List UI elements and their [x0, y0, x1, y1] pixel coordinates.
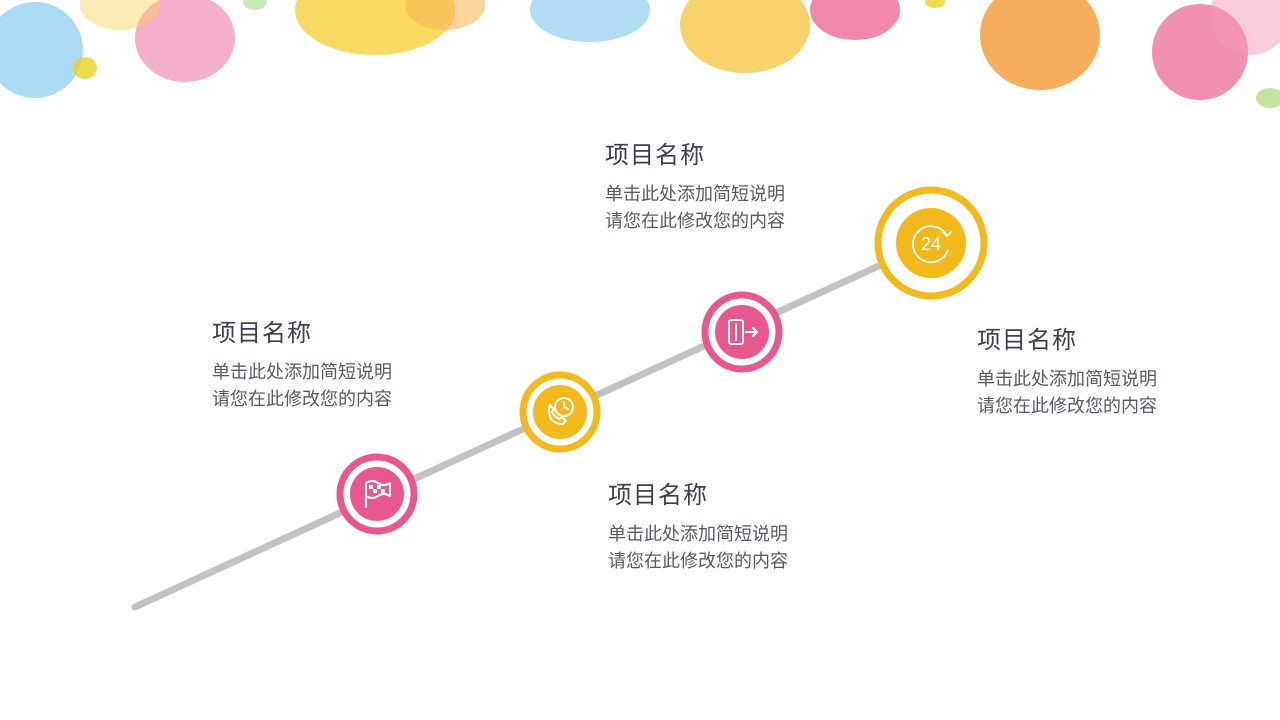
- milestone-text-2: 项目名称 单击此处添加简短说明 请您在此修改您的内容: [608, 479, 848, 575]
- milestone-description-line2: 请您在此修改您的内容: [605, 211, 785, 232]
- milestone-title: 项目名称: [608, 481, 708, 509]
- milestone-node-1: [336, 453, 418, 535]
- milestone-description-line2: 请您在此修改您的内容: [212, 389, 392, 410]
- milestone-title: 项目名称: [212, 319, 312, 347]
- 24-hour-label: 24: [921, 234, 941, 254]
- milestone-description-line1: 单击此处添加简短说明: [977, 369, 1157, 390]
- milestone-description-line1: 单击此处添加简短说明: [212, 362, 392, 383]
- milestone-title: 项目名称: [605, 141, 705, 169]
- 24-hour-icon: 24: [912, 225, 952, 264]
- milestone-description: 单击此处添加简短说明 请您在此修改您的内容: [605, 181, 845, 235]
- milestone-description-line2: 请您在此修改您的内容: [977, 396, 1157, 417]
- milestone-node-3: [701, 291, 783, 373]
- exit-door-icon: [728, 319, 758, 345]
- milestone-text-4: 项目名称 单击此处添加简短说明 请您在此修改您的内容: [977, 324, 1217, 420]
- milestone-description: 单击此处添加简短说明 请您在此修改您的内容: [608, 521, 848, 575]
- milestone-text-1: 项目名称 单击此处添加简短说明 请您在此修改您的内容: [212, 317, 452, 413]
- milestone-description: 单击此处添加简短说明 请您在此修改您的内容: [977, 366, 1217, 420]
- milestone-title: 项目名称: [977, 326, 1077, 354]
- milestone-node-2: [519, 371, 601, 453]
- milestone-description-line1: 单击此处添加简短说明: [608, 524, 788, 545]
- milestone-text-3: 项目名称 单击此处添加简短说明 请您在此修改您的内容: [605, 139, 845, 235]
- phone-clock-icon: [547, 397, 574, 426]
- milestone-description: 单击此处添加简短说明 请您在此修改您的内容: [212, 359, 452, 413]
- milestone-node-4: 24: [874, 186, 988, 300]
- milestone-description-line1: 单击此处添加简短说明: [605, 184, 785, 205]
- flag-icon: [365, 480, 391, 508]
- watercolor-splash-decoration: [0, 0, 1280, 108]
- milestone-description-line2: 请您在此修改您的内容: [608, 551, 788, 572]
